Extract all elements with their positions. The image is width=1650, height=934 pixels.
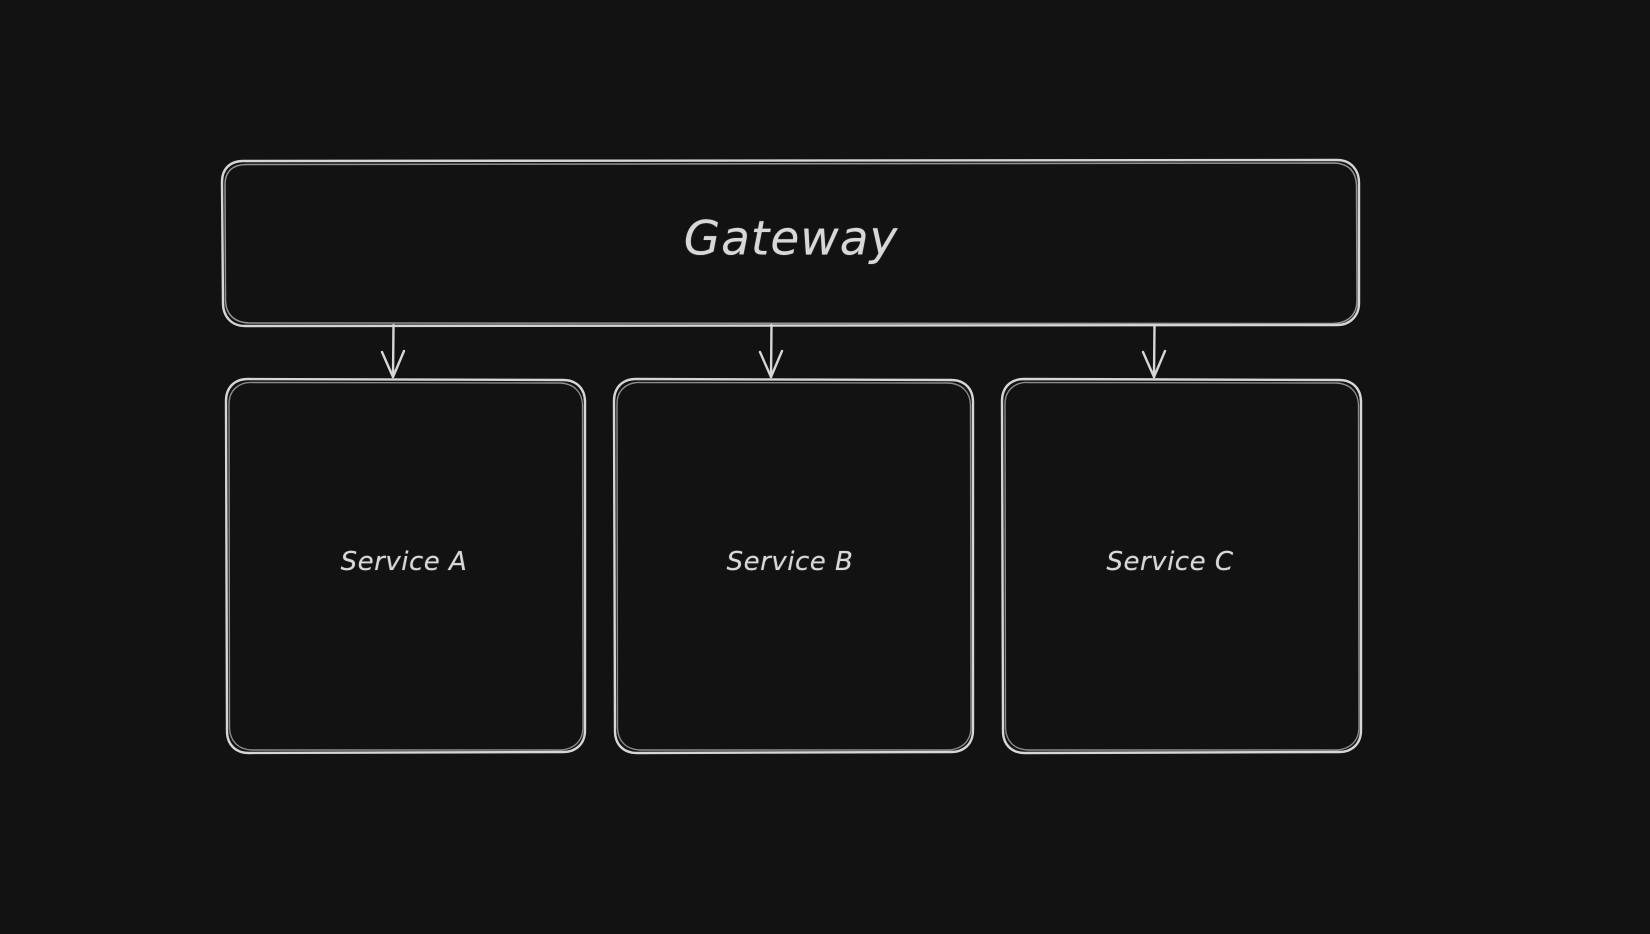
node-gateway[interactable] <box>220 158 1361 328</box>
connector-a-line <box>391 323 395 379</box>
service-a-box-outline-secondary <box>228 381 584 751</box>
connector-b-arrowhead-icon <box>758 349 784 379</box>
node-service-a[interactable] <box>224 377 587 755</box>
service-b-box-outline-secondary <box>616 381 972 751</box>
gateway-label: Gateway <box>683 211 899 267</box>
service-b-label: Service B <box>726 547 854 577</box>
connector-c-arrowhead-icon <box>1141 349 1167 379</box>
service-b-box-outline <box>612 377 975 755</box>
connector-gateway-to-service-b[interactable] <box>758 323 784 379</box>
gateway-box-outline-secondary <box>224 162 1358 325</box>
service-c-box-outline-secondary <box>1004 381 1360 751</box>
node-service-c[interactable] <box>1000 377 1363 755</box>
connector-a-arrowhead-icon <box>380 349 406 379</box>
connector-gateway-to-service-c[interactable] <box>1141 323 1167 379</box>
gateway-box-outline <box>220 158 1361 328</box>
service-a-box-outline <box>224 377 587 755</box>
connector-gateway-to-service-a[interactable] <box>380 323 406 379</box>
service-c-box-outline <box>1000 377 1363 755</box>
service-a-label: Service A <box>340 547 468 577</box>
node-service-b[interactable] <box>612 377 975 755</box>
connector-c-line <box>1152 323 1156 379</box>
connector-b-line <box>769 323 773 379</box>
service-c-label: Service C <box>1106 547 1234 577</box>
